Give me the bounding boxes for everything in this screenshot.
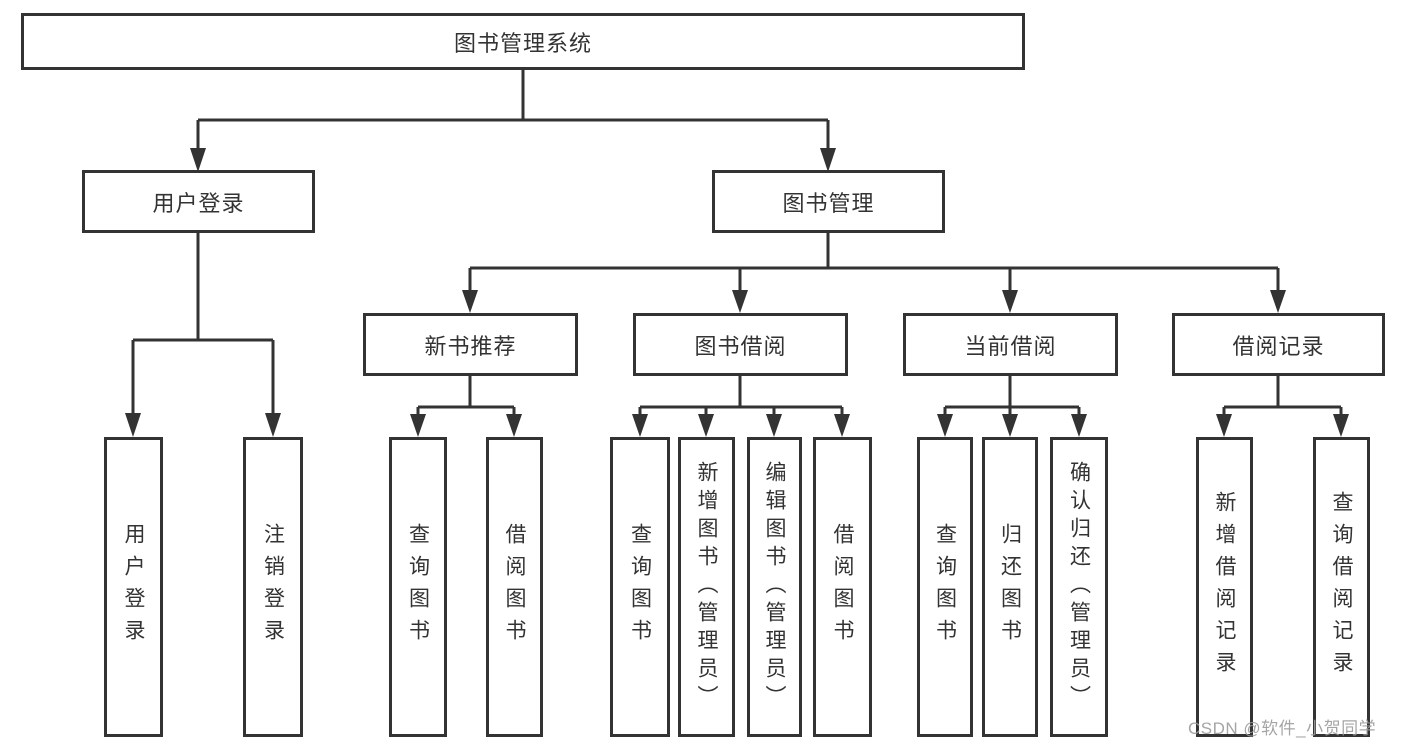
- leaf-add-borrow-record-label: 新增借阅记录: [1213, 491, 1236, 683]
- leaf-query-books-borrow-label: 查询图书: [628, 523, 652, 651]
- leaf-query-books-recommend: 查询图书: [389, 437, 447, 737]
- leaf-query-books-recommend-label: 查询图书: [406, 523, 430, 651]
- node-book-management-label: 图书管理: [782, 190, 875, 216]
- leaf-query-books-current-label: 查询图书: [933, 523, 957, 651]
- leaf-borrow-books: 借阅图书: [813, 437, 872, 737]
- leaf-add-borrow-record: 新增借阅记录: [1196, 437, 1253, 737]
- leaf-query-books-borrow: 查询图书: [610, 437, 670, 737]
- leaf-return-book-label: 归还图书: [998, 523, 1022, 651]
- leaf-query-borrow-record-label: 查询借阅记录: [1330, 491, 1353, 683]
- leaf-add-book-admin: 新增图书（管理员）: [678, 437, 735, 737]
- leaf-edit-book-admin: 编辑图书（管理员）: [747, 437, 802, 737]
- node-borrow-records: 借阅记录: [1172, 313, 1385, 376]
- leaf-confirm-return-admin: 确认归还（管理员）: [1050, 437, 1108, 737]
- node-root-label: 图书管理系统: [453, 30, 592, 56]
- leaf-query-borrow-record: 查询借阅记录: [1313, 437, 1370, 737]
- node-book-borrow-label: 图书借阅: [694, 333, 787, 359]
- node-current-borrow-label: 当前借阅: [964, 333, 1057, 359]
- leaf-user-login-label: 用户登录: [122, 523, 145, 651]
- node-book-management: 图书管理: [712, 170, 945, 233]
- leaf-edit-book-admin-label: 编辑图书（管理员）: [763, 461, 786, 713]
- leaf-return-book: 归还图书: [982, 437, 1038, 737]
- leaf-borrow-books-recommend-label: 借阅图书: [503, 523, 526, 651]
- leaf-logout-label: 注销登录: [261, 523, 285, 651]
- leaf-borrow-books-label: 借阅图书: [831, 523, 854, 651]
- node-current-borrow: 当前借阅: [903, 313, 1118, 376]
- leaf-confirm-return-admin-label: 确认归还（管理员）: [1067, 461, 1091, 713]
- leaf-user-login: 用户登录: [104, 437, 163, 737]
- node-book-borrow: 图书借阅: [633, 313, 848, 376]
- node-user-login: 用户登录: [82, 170, 315, 233]
- node-user-login-label: 用户登录: [152, 190, 245, 216]
- leaf-query-books-current: 查询图书: [917, 437, 973, 737]
- leaf-add-book-admin-label: 新增图书（管理员）: [695, 461, 718, 713]
- arrowheads: [125, 148, 1349, 437]
- node-new-book-recommend-label: 新书推荐: [424, 333, 517, 359]
- leaf-logout: 注销登录: [243, 437, 303, 737]
- csdn-watermark: CSDN @软件_小贺同学: [1188, 719, 1377, 738]
- node-borrow-records-label: 借阅记录: [1232, 333, 1325, 359]
- node-new-book-recommend: 新书推荐: [363, 313, 578, 376]
- leaf-borrow-books-recommend: 借阅图书: [486, 437, 543, 737]
- node-root-system: 图书管理系统: [21, 13, 1025, 70]
